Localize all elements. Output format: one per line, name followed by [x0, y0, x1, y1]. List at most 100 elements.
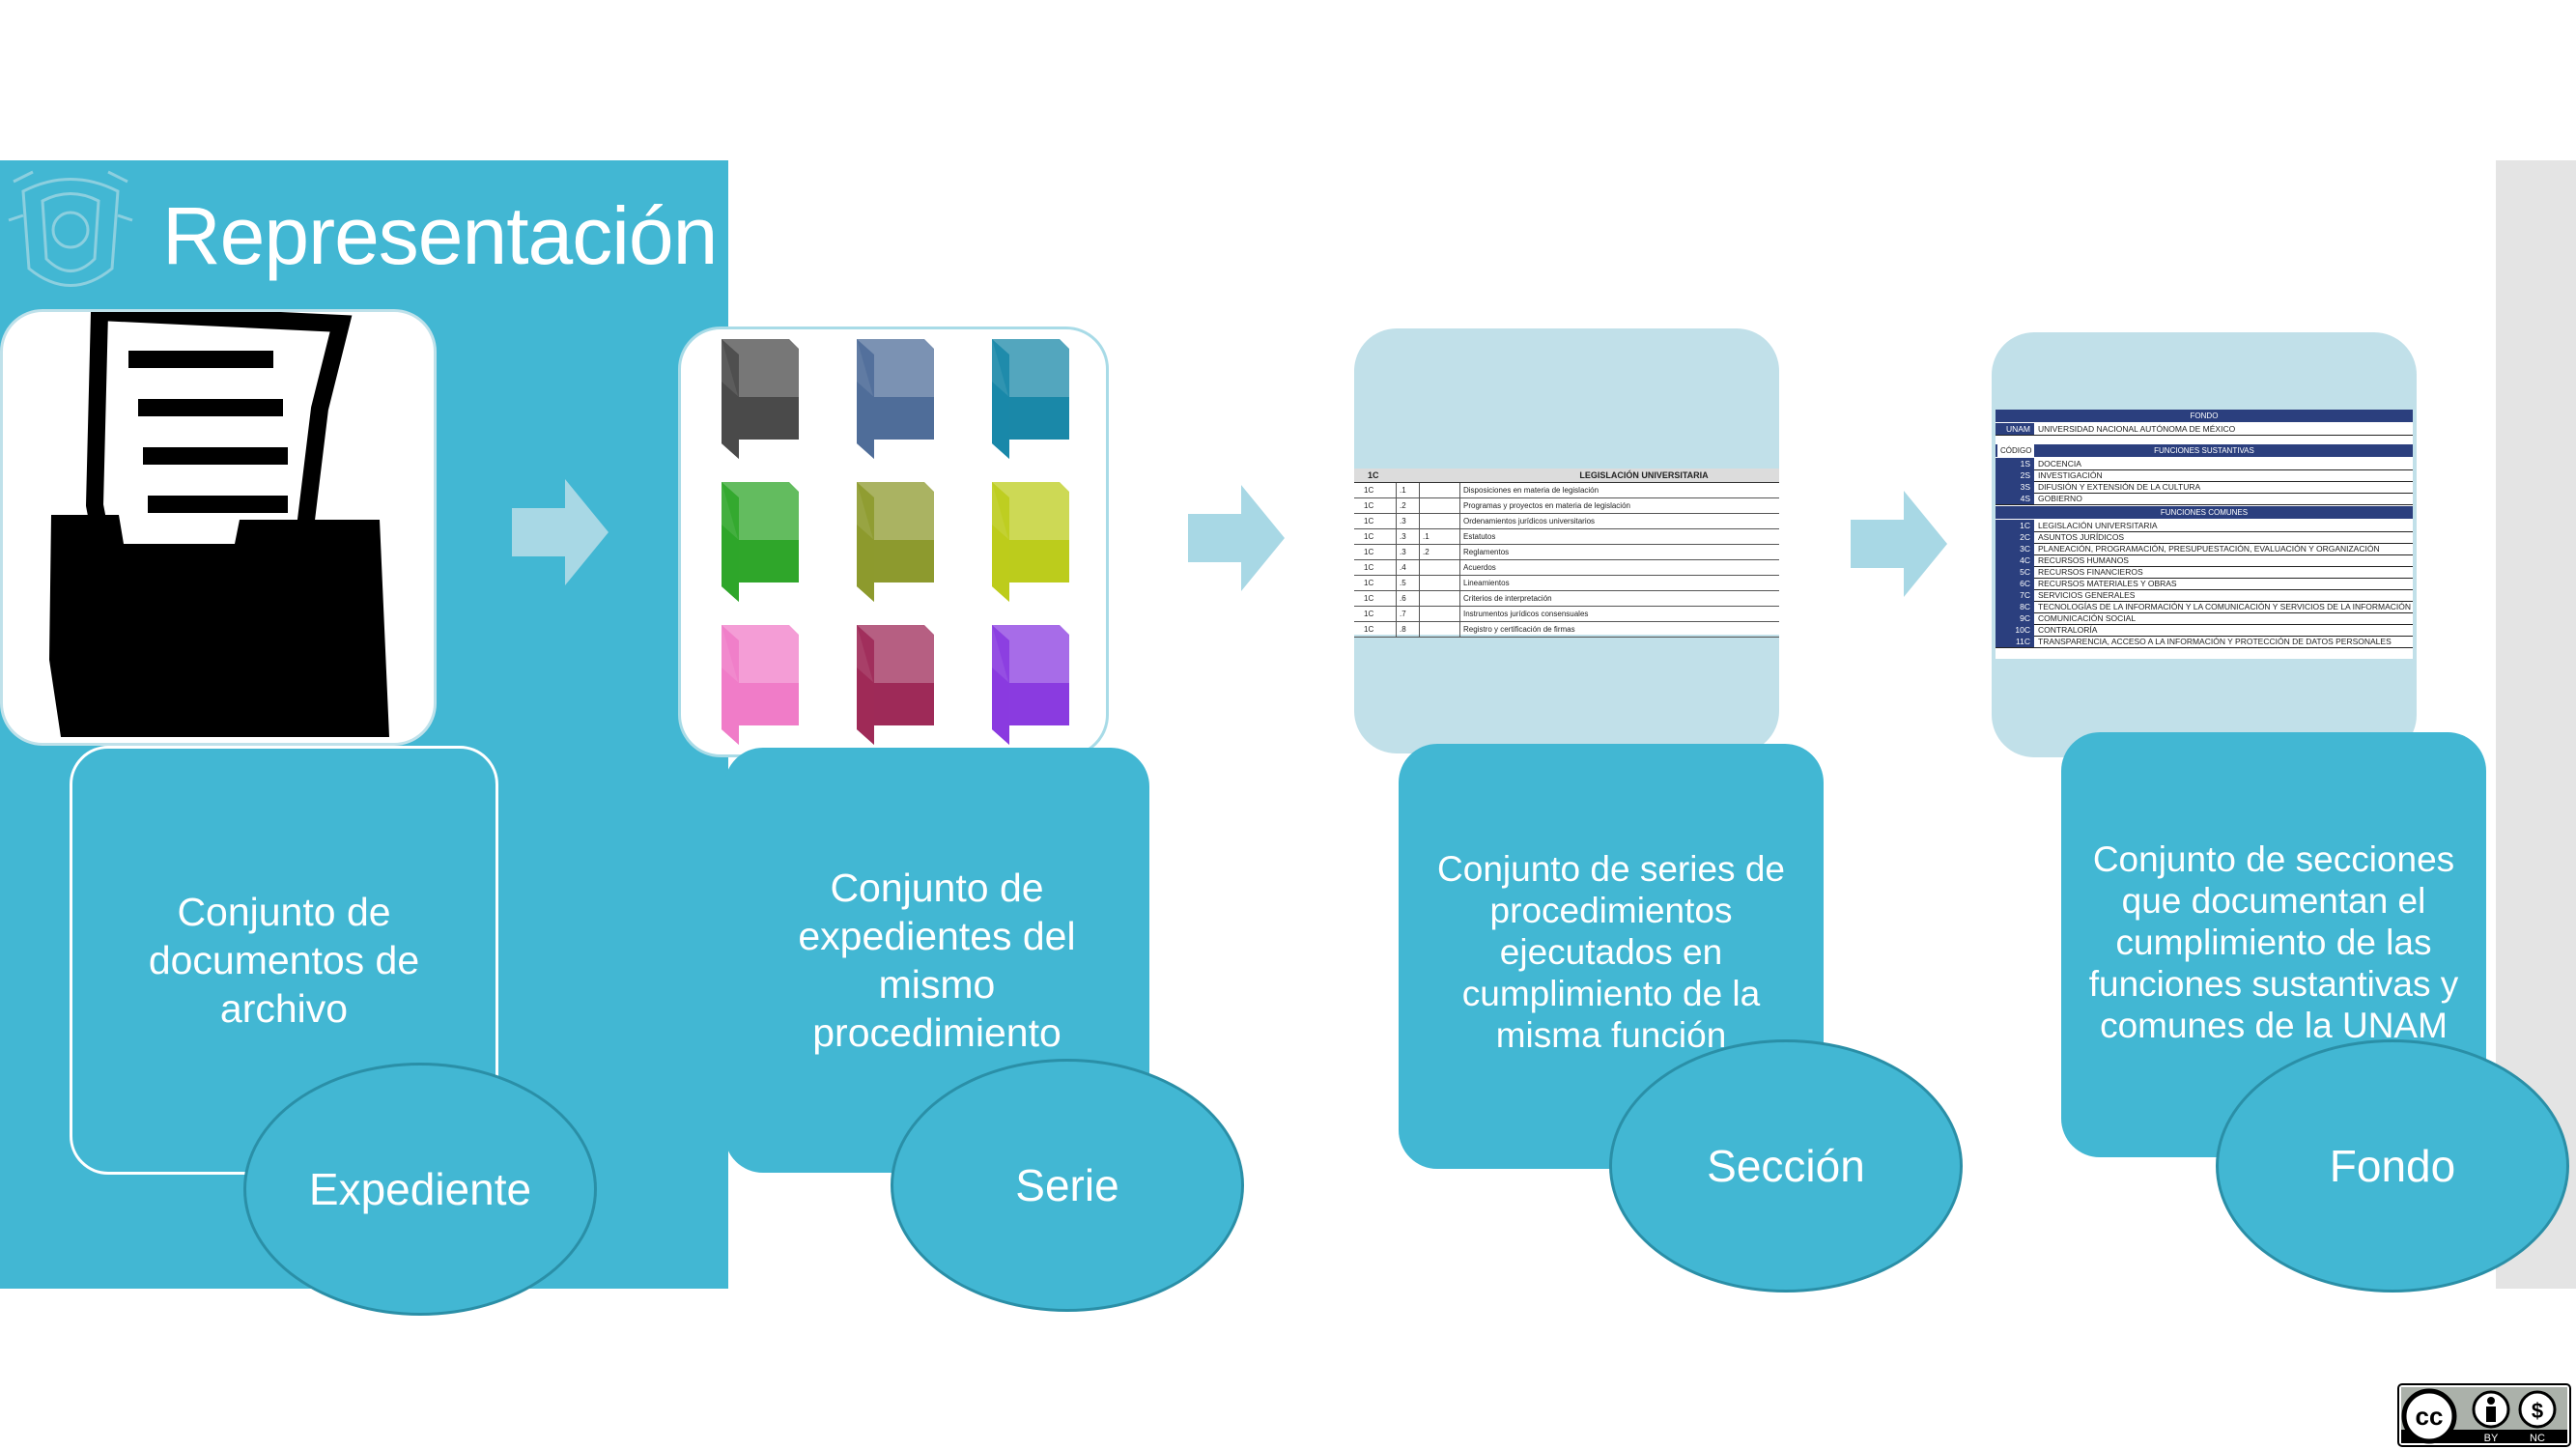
- table-cell: 1C: [1354, 529, 1397, 544]
- table-cell: COMUNICACIÓN SOCIAL: [2038, 613, 2137, 623]
- table-section-bar: FONDO: [1996, 410, 2413, 422]
- svg-text:$: $: [2532, 1399, 2543, 1423]
- table-cell: 4C: [1996, 554, 2034, 566]
- folder-icon: [857, 339, 934, 459]
- cc-by-text: BY: [2484, 1433, 2499, 1444]
- table-row: 2S INVESTIGACIÓN: [1996, 469, 2413, 482]
- table-cell: Reglamentos: [1463, 548, 1510, 556]
- table-cell: 1C: [1354, 560, 1397, 575]
- table-cell: 4S: [1996, 493, 2034, 504]
- table-section-bar: FUNCIONES COMUNES: [1996, 506, 2413, 519]
- table-cell: .2: [1397, 498, 1420, 513]
- folder-icon: [722, 339, 799, 459]
- table-cell: Programas y proyectos en materia de legi…: [1463, 501, 1630, 510]
- table-cell: CONTRALORÍA: [2038, 625, 2098, 635]
- table-cell: [1420, 560, 1460, 575]
- table-cell: Lineamientos: [1463, 579, 1510, 587]
- table-cell: [1420, 622, 1460, 637]
- table-cell: TECNOLOGÍAS DE LA INFORMACIÓN Y LA COMUN…: [2038, 602, 2412, 611]
- cc-text: cc: [2416, 1402, 2444, 1431]
- seccion-label: Sección: [1609, 1039, 1963, 1293]
- serie-label: Serie: [891, 1059, 1244, 1312]
- table-cell: 1S: [1996, 458, 2034, 469]
- table-cell: .3: [1397, 514, 1420, 528]
- table-cell: .8: [1397, 622, 1420, 637]
- table-cell: [1420, 576, 1460, 590]
- folder-icon: [857, 625, 934, 745]
- table-cell: Registro y certificación de firmas: [1463, 625, 1575, 634]
- creative-commons-by-nc-icon: cc $ BY NC: [2397, 1383, 2571, 1447]
- table-cell: 1C: [1354, 576, 1397, 590]
- colored-folders-icon: [722, 339, 1069, 745]
- table-cell: Ordenamientos jurídicos universitarios: [1463, 517, 1596, 526]
- arrow-right-icon: [1851, 491, 1947, 597]
- table-cell: .6: [1397, 591, 1420, 606]
- arrow-right-icon: [512, 479, 609, 585]
- table-cell: Estatutos: [1463, 532, 1496, 541]
- cc-nc-text: NC: [2530, 1433, 2545, 1444]
- table-cell: INVESTIGACIÓN: [2038, 470, 2103, 480]
- table-cell: 3S: [1996, 481, 2034, 493]
- table-cell: RECURSOS FINANCIEROS: [2038, 567, 2143, 577]
- table-cell: UNIVERSIDAD NACIONAL AUTÓNOMA DE MÉXICO: [2038, 424, 2236, 434]
- table-cell: Instrumentos jurídicos consensuales: [1463, 610, 1589, 618]
- table-cell: Disposiciones en materia de legislación: [1463, 486, 1599, 495]
- table-cell: .2: [1420, 545, 1460, 559]
- table-cell: 1C: [1354, 591, 1397, 606]
- page-title: Representación: [162, 190, 718, 281]
- folder-icon: [722, 625, 799, 745]
- table-cell: 2C: [1996, 531, 2034, 543]
- expediente-label: Expediente: [243, 1063, 597, 1316]
- table-cell: .7: [1397, 607, 1420, 621]
- table-row: 2C ASUNTOS JURÍDICOS: [1996, 531, 2413, 544]
- table-cell: [1420, 483, 1460, 497]
- table-cell: .3: [1397, 529, 1420, 544]
- folder-icon: [992, 625, 1069, 745]
- table-cell: 10C: [1996, 624, 2034, 636]
- table-cell: ASUNTOS JURÍDICOS: [2038, 532, 2125, 542]
- table-cell: [1420, 607, 1460, 621]
- series-table-header: 1C LEGISLACIÓN UNIVERSITARIA: [1354, 469, 1779, 483]
- table-row: 4C RECURSOS HUMANOS: [1996, 554, 2413, 567]
- expediente-image-card: [0, 309, 437, 746]
- table-row: 9C COMUNICACIÓN SOCIAL: [1996, 612, 2413, 625]
- table-row: 6C RECURSOS MATERIALES Y OBRAS: [1996, 578, 2413, 590]
- table-cell: RECURSOS HUMANOS: [2038, 555, 2129, 565]
- table-cell: 6C: [1996, 578, 2034, 589]
- table-cell: RECURSOS MATERIALES Y OBRAS: [2038, 579, 2177, 588]
- table-cell: .3: [1397, 545, 1420, 559]
- table-cell: .4: [1397, 560, 1420, 575]
- table-cell: 1C: [1996, 520, 2034, 531]
- table-cell: Criterios de interpretación: [1463, 594, 1552, 603]
- table-cell: SERVICIOS GENERALES: [2038, 590, 2136, 600]
- table-cell: PLANEACIÓN, PROGRAMACIÓN, PRESUPUESTACIÓ…: [2038, 544, 2380, 554]
- folder-icon: [722, 482, 799, 602]
- arrow-right-icon: [1188, 485, 1285, 591]
- table-cell: [1420, 591, 1460, 606]
- table-row: 10C CONTRALORÍA: [1996, 624, 2413, 637]
- table-cell: 11C: [1996, 636, 2034, 647]
- table-cell: .1: [1397, 483, 1420, 497]
- folder-icon: [992, 339, 1069, 459]
- table-cell: 9C: [1996, 612, 2034, 624]
- table-row: 1C.6 Criterios de interpretación: [1354, 591, 1779, 607]
- table-cell: 1C: [1354, 545, 1397, 559]
- table-cell: 2S: [1996, 469, 2034, 481]
